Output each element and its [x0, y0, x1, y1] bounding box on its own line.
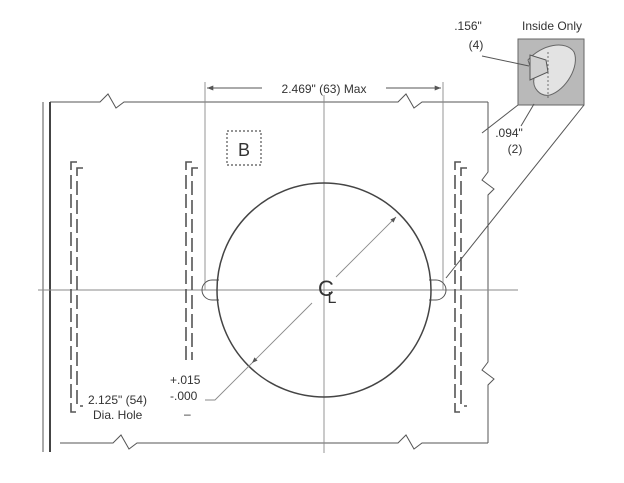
- plate-right-break-edge: [481, 102, 495, 443]
- left-dashed-rail-outer: [70, 161, 77, 413]
- inset-title: Inside Only: [522, 19, 582, 33]
- b-marker-label: B: [238, 140, 250, 160]
- tolerance-plus: +.015: [170, 373, 201, 387]
- right-dashed-rail-outer: [454, 161, 461, 413]
- inset-dim1: .156": [454, 19, 482, 33]
- right-dashed-rail-inner: [460, 167, 467, 407]
- hole-diameter-label: 2.125" (54): [88, 393, 147, 407]
- hole-description-label: Dia. Hole: [93, 408, 143, 422]
- centerline-symbol-l: L: [328, 290, 337, 307]
- middle-dashed-rail-outer: [185, 161, 192, 360]
- plate-top-break-edge: [50, 93, 488, 109]
- inset-dim1-leader: [481, 55, 530, 67]
- inset-dim2-mm: (2): [508, 142, 523, 156]
- inset-connector-1: [481, 104, 519, 134]
- inset-dim2: .094": [495, 126, 523, 140]
- main-hole-circle: [216, 182, 432, 398]
- left-notch: [201, 279, 219, 301]
- inset-connector-2: [445, 104, 585, 279]
- inset-dim2-leader: [520, 103, 535, 127]
- diameter-leader: [205, 362, 253, 401]
- tolerance-minus: -.000: [170, 389, 198, 403]
- centerline-symbol-c: C: [318, 276, 334, 301]
- plate-bottom-break-edge: [60, 434, 488, 450]
- tolerance-dash: –: [184, 407, 191, 421]
- right-notch: [429, 279, 447, 301]
- diameter-dimension-lower: [251, 302, 313, 364]
- b-marker-box: [226, 130, 262, 166]
- left-dashed-rail-inner: [76, 167, 83, 407]
- middle-dashed-rail-inner: [191, 167, 198, 360]
- diameter-dimension-upper: [335, 216, 397, 278]
- inset-dim1-mm: (4): [469, 38, 484, 52]
- width-dimension-label: 2.469" (63) Max: [282, 82, 367, 96]
